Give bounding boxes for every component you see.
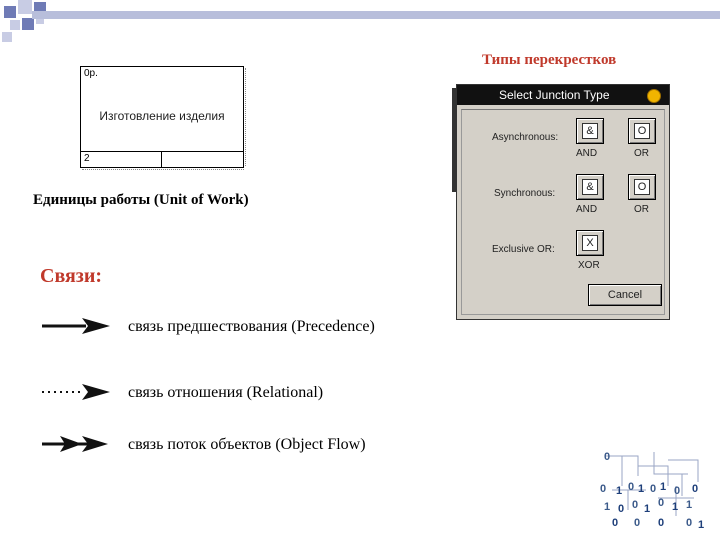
dialog-titlebar[interactable]: Select Junction Type	[457, 85, 669, 105]
svg-text:0: 0	[634, 517, 640, 529]
svg-text:1: 1	[698, 519, 704, 530]
link-label: связь предшествования (Precedence)	[128, 318, 375, 335]
uow-reference: 0р.	[84, 68, 98, 79]
uow-shadow	[243, 68, 246, 166]
svg-text:0: 0	[658, 517, 664, 529]
async-and-label: AND	[576, 148, 598, 159]
svg-text:0: 0	[686, 517, 692, 529]
and-glyph: &	[582, 123, 598, 139]
link-label: связь отношения (Relational)	[128, 384, 324, 401]
link-item-relational: связь отношения (Relational)	[38, 380, 323, 410]
svg-text:0: 0	[632, 499, 638, 511]
xor-button[interactable]: X	[576, 230, 604, 256]
async-and-button[interactable]: &	[576, 118, 604, 144]
svg-text:0: 0	[612, 517, 618, 529]
svg-text:1: 1	[672, 501, 678, 513]
svg-text:0: 0	[692, 483, 698, 495]
xor-label: XOR	[578, 260, 600, 271]
svg-text:0: 0	[628, 481, 634, 493]
uow-caption: Единицы работы (Unit of Work)	[33, 192, 249, 208]
async-or-button[interactable]: O	[628, 118, 656, 144]
uow-footer: 2	[81, 151, 243, 168]
svg-text:0: 0	[658, 497, 664, 509]
svg-text:1: 1	[644, 503, 650, 515]
unit-of-work-box: 0р. Изготовление изделия 2	[80, 66, 244, 168]
dialog-title: Select Junction Type	[499, 88, 610, 102]
and-glyph: &	[582, 179, 598, 195]
uow-shadow	[82, 167, 244, 170]
junction-types-title: Типы перекрестков	[482, 52, 617, 68]
svg-text:1: 1	[638, 483, 644, 495]
deco-square	[22, 18, 34, 30]
xor-glyph: X	[582, 235, 598, 251]
asynchronous-label: Asynchronous:	[492, 132, 559, 143]
deco-square	[36, 16, 44, 24]
or-glyph: O	[634, 123, 650, 139]
dialog-edge	[452, 88, 456, 192]
svg-text:1: 1	[604, 501, 610, 513]
svg-text:1: 1	[660, 481, 666, 493]
link-item-object-flow: связь поток объектов (Object Flow)	[38, 432, 366, 462]
sync-or-button[interactable]: O	[628, 174, 656, 200]
link-label: связь поток объектов (Object Flow)	[128, 436, 366, 453]
close-icon[interactable]	[647, 89, 661, 103]
svg-text:0: 0	[618, 503, 624, 515]
deco-square	[10, 20, 20, 30]
uow-name: Изготовление изделия	[99, 109, 225, 123]
object-flow-arrow-icon	[42, 436, 108, 452]
async-or-label: OR	[634, 148, 649, 159]
svg-text:1: 1	[686, 499, 692, 511]
sync-and-button[interactable]: &	[576, 174, 604, 200]
junction-dialog: Select Junction Type Asynchronous: Synch…	[456, 84, 670, 320]
deco-square	[4, 6, 16, 18]
exclusive-label: Exclusive OR:	[492, 244, 555, 255]
deco-square	[2, 32, 12, 42]
svg-text:0: 0	[674, 485, 680, 497]
uow-footer-divider	[161, 152, 162, 168]
svg-text:1: 1	[616, 485, 622, 497]
svg-text:0: 0	[604, 451, 610, 463]
precedence-arrow-icon	[42, 318, 110, 334]
deco-square	[18, 0, 32, 14]
or-glyph: O	[634, 179, 650, 195]
header-bar	[32, 11, 720, 19]
synchronous-label: Synchronous:	[494, 188, 556, 199]
link-item-precedence: связь предшествования (Precedence)	[38, 314, 375, 344]
binary-code-graphic: 0 0 1 0 1 0 1 0 0 1 0 0 1 0 1 1 0 0 0 0 …	[600, 451, 704, 530]
cancel-button[interactable]: Cancel	[588, 284, 662, 306]
relational-arrow-icon	[42, 384, 110, 400]
svg-text:0: 0	[650, 483, 656, 495]
uow-node-number: 2	[84, 153, 90, 164]
dialog-body: Asynchronous: Synchronous: Exclusive OR:…	[461, 109, 665, 315]
sync-or-label: OR	[634, 204, 649, 215]
sync-and-label: AND	[576, 204, 598, 215]
links-title: Связи:	[40, 265, 103, 287]
svg-text:0: 0	[600, 483, 606, 495]
